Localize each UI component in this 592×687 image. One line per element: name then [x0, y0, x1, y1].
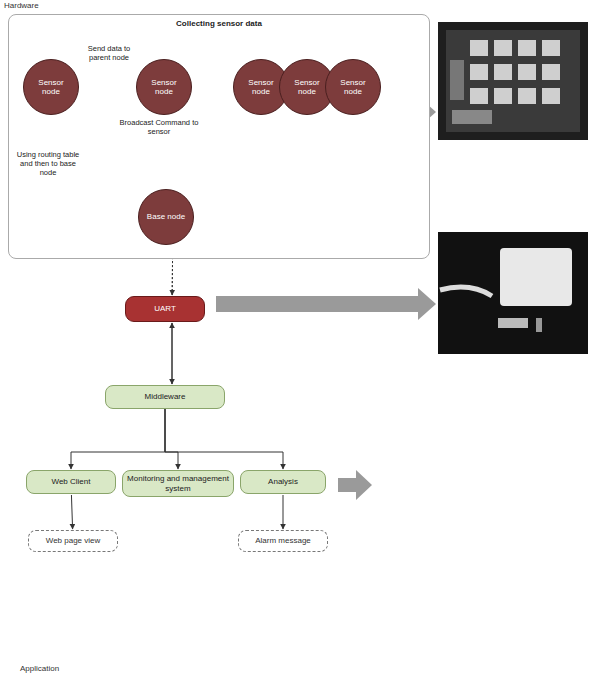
process-box: UART — [125, 296, 205, 322]
flow-arrow — [283, 495, 284, 529]
process-box: Monitoring and management system — [122, 470, 234, 497]
flow-arrow — [165, 409, 178, 469]
node-label: Sensor node — [241, 78, 281, 96]
node-label: Web Client — [52, 477, 91, 486]
sensor-board-photo — [438, 22, 588, 140]
node-label: Sensor node — [333, 78, 373, 96]
flow-arrow — [172, 323, 173, 384]
node-label: Middleware — [145, 392, 186, 401]
region-heading: Collecting sensor data — [176, 19, 262, 28]
process-box: Web page view — [28, 530, 118, 552]
flow-arrow — [71, 495, 72, 529]
edge-label: Broadcast Command to sensor — [118, 118, 200, 136]
section-label: Application — [20, 664, 59, 674]
node-label: Sensor node — [144, 78, 184, 96]
flow-arrow — [71, 409, 165, 469]
process-box: Analysis — [240, 470, 326, 494]
flow-arrow — [165, 409, 283, 469]
node-label: Sensor node — [31, 78, 71, 96]
flow-arrow — [172, 323, 173, 384]
process-box: Alarm message — [238, 530, 328, 552]
node-label: Sensor node — [287, 78, 327, 96]
sensor-circle: Sensor node — [23, 59, 79, 115]
process-box: Middleware — [105, 385, 225, 409]
node-label: Base node — [147, 212, 185, 221]
node-label: Alarm message — [255, 536, 311, 545]
section-label: Hardware — [4, 1, 39, 11]
node-label: UART — [154, 304, 176, 313]
node-label: Monitoring and management system — [126, 474, 230, 492]
sensor-circle: Sensor node — [136, 59, 192, 115]
base-station-photo — [438, 232, 588, 354]
edge-label: Using routing table and then to base nod… — [10, 150, 86, 177]
process-box: Web Client — [26, 470, 116, 494]
sensor-circle: Sensor node — [325, 59, 381, 115]
edge-label: Send data to parent node — [82, 44, 136, 62]
node-label: Analysis — [268, 477, 298, 486]
network-region: Collecting sensor dataSensor node Sensor … — [8, 14, 430, 259]
node-label: Web page view — [46, 536, 101, 545]
sensor-circle: Base node — [138, 189, 194, 245]
